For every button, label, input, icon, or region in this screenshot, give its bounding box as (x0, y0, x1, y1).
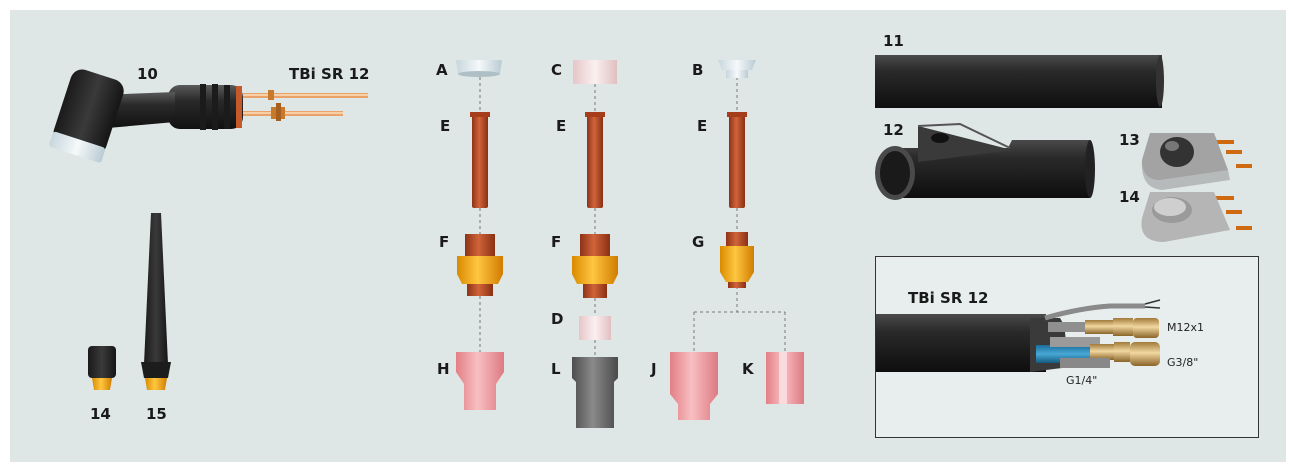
sleeve-number-label: 12 (883, 123, 904, 138)
part-L-nozzle (572, 357, 618, 428)
connector-m12x1-label: M12x1 (1167, 322, 1204, 333)
part-B-insulator (718, 60, 756, 78)
part-C-insulator (573, 60, 617, 84)
part-E-collet-2 (585, 112, 605, 208)
label-col1-F: F (439, 235, 449, 250)
switch-13-number-label: 13 (1119, 133, 1140, 148)
part-J-nozzle (670, 352, 718, 420)
label-col3-B: B (692, 63, 703, 78)
torch-number-label: 10 (137, 67, 158, 82)
label-col2-F: F (551, 235, 561, 250)
cap-long-illustration (141, 213, 171, 390)
hose-illustration (875, 55, 1164, 108)
label-col2-E: E (556, 119, 566, 134)
label-col1-E: E (440, 119, 450, 134)
sleeve-illustration (875, 124, 1095, 200)
part-A-gas-lens-insulator (456, 60, 502, 77)
label-col1-H: H (437, 362, 450, 377)
part-E-collet-3 (727, 112, 747, 208)
label-col2-D: D (551, 312, 563, 327)
connector-g1-4-label: G1/4" (1066, 375, 1097, 386)
label-col3-K: K (742, 362, 754, 377)
label-col3-E: E (697, 119, 707, 134)
label-col3-G: G (692, 235, 704, 250)
part-K-nozzle (766, 352, 804, 404)
switch-14-number-label: 14 (1119, 190, 1140, 205)
label-col1-A: A (436, 63, 448, 78)
hose-number-label: 11 (883, 34, 904, 49)
cap-short-number-label: 14 (90, 407, 111, 422)
part-D-ring (579, 316, 611, 340)
part-F-collet-body (457, 234, 503, 296)
part-F-collet-body-2 (572, 234, 618, 298)
label-col2-L: L (551, 362, 561, 377)
part-G-collet-body (720, 232, 754, 288)
part-E-collet (470, 112, 490, 208)
cable-detail-box (875, 256, 1259, 438)
part-H-nozzle (456, 352, 504, 410)
label-col3-J: J (651, 362, 657, 377)
switch-14-illustration (1141, 192, 1252, 242)
cap-short-illustration (88, 346, 116, 390)
connector-g3-8-label: G3/8" (1167, 357, 1198, 368)
cable-box-title: TBi SR 12 (908, 291, 988, 306)
torch-model-label: TBi SR 12 (289, 67, 369, 82)
label-col2-C: C (551, 63, 562, 78)
cap-long-number-label: 15 (146, 407, 167, 422)
switch-13-illustration (1142, 133, 1252, 190)
